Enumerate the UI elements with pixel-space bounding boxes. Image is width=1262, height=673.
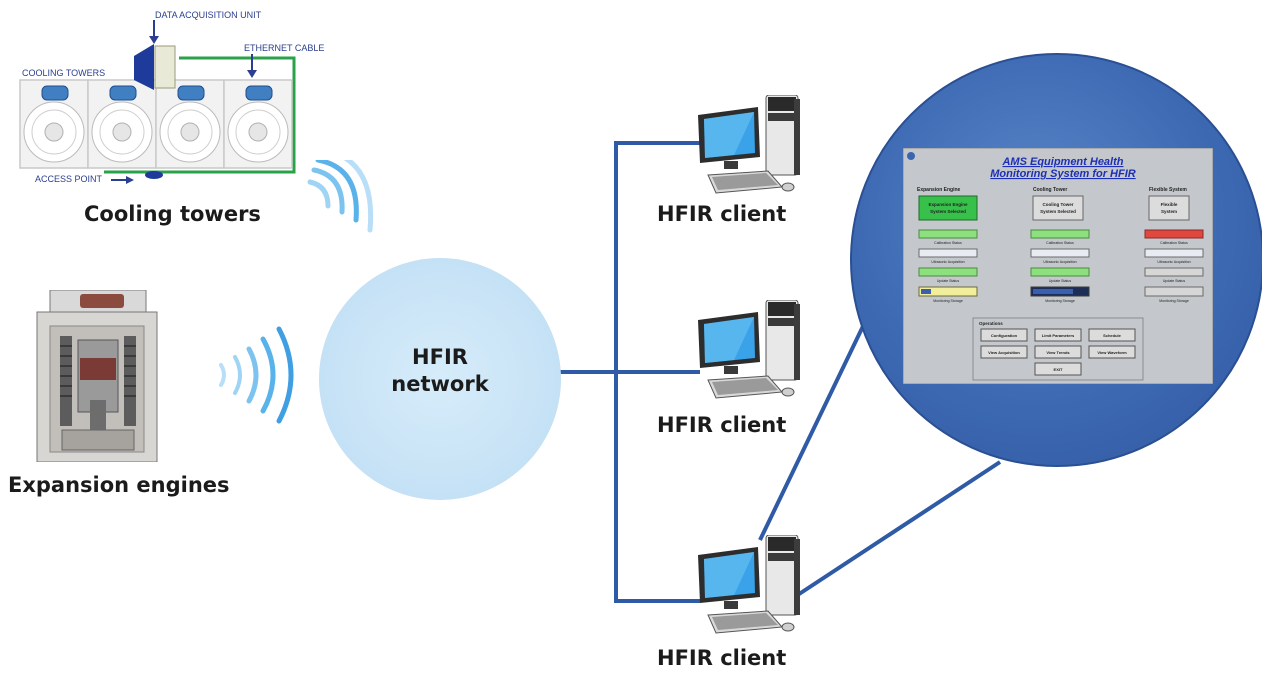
svg-text:Configuration: Configuration: [991, 333, 1018, 338]
op-button-5: [1088, 345, 1136, 359]
op-button-exit: [1034, 362, 1082, 376]
client-computer-3-icon[interactable]: [694, 535, 806, 637]
svg-text:Calibration Status: Calibration Status: [934, 241, 962, 245]
access-point-label: ACCESS POINT: [35, 174, 103, 184]
client-1-label: HFIR client: [657, 202, 787, 226]
svg-text:Calibration Status: Calibration Status: [1160, 241, 1188, 245]
section-name-0: Expansion Engine: [917, 187, 961, 193]
svg-text:Ultrasonic Acquisition: Ultrasonic Acquisition: [1157, 260, 1190, 264]
wifi-waves-cooling-icon: [307, 160, 374, 233]
svg-text:Limit Parameters: Limit Parameters: [1042, 333, 1075, 338]
client-computer-1-icon[interactable]: [694, 95, 806, 197]
section-button-0: [918, 195, 978, 221]
svg-text:Update Status: Update Status: [937, 279, 959, 283]
svg-text:Flexible: Flexible: [1161, 202, 1178, 207]
svg-text:System: System: [1161, 209, 1177, 214]
svg-text:View Trends: View Trends: [1046, 350, 1070, 355]
panel-title-line2: Monitoring System for HFIR: [990, 168, 1136, 180]
network-node: [319, 258, 561, 500]
expansion-engine-illustration: [36, 290, 158, 462]
svg-text:Expansion Engine: Expansion Engine: [928, 202, 968, 207]
op-button-2: [1088, 328, 1136, 342]
section-button-1: [1032, 195, 1084, 221]
op-button-4: [1034, 345, 1082, 359]
op-button-1: [1034, 328, 1082, 342]
svg-text:System Selected: System Selected: [930, 209, 966, 214]
cooling-towers-illustration: [19, 20, 296, 184]
svg-text:View Acquisition: View Acquisition: [988, 350, 1020, 355]
client-3-label: HFIR client: [657, 646, 787, 670]
svg-text:Monitoring Storage: Monitoring Storage: [933, 299, 963, 303]
wifi-waves-engines-icon: [219, 326, 294, 424]
svg-text:Ultrasonic Acquisition: Ultrasonic Acquisition: [931, 260, 964, 264]
svg-text:Ultrasonic Acquisition: Ultrasonic Acquisition: [1043, 260, 1076, 264]
section-name-2: Flexible System: [1149, 187, 1187, 193]
svg-text:Operations: Operations: [979, 321, 1003, 326]
svg-text:Update Status: Update Status: [1163, 279, 1185, 283]
section-button-2: [1148, 195, 1190, 221]
svg-text:Schedule: Schedule: [1103, 333, 1122, 338]
monitoring-panel: AMS Equipment Health Monitoring System f…: [903, 148, 1213, 384]
section-name-1: Cooling Tower: [1033, 187, 1067, 193]
svg-text:View Waveform: View Waveform: [1097, 350, 1127, 355]
network-label-line1: HFIR: [412, 345, 468, 369]
svg-text:Monitoring Storage: Monitoring Storage: [1159, 299, 1189, 303]
svg-text:Monitoring Storage: Monitoring Storage: [1045, 299, 1075, 303]
svg-text:Update Status: Update Status: [1049, 279, 1071, 283]
cooling-towers-label: COOLING TOWERS: [22, 68, 106, 78]
expansion-engines-title: Expansion engines: [8, 473, 230, 497]
client-computer-2-icon[interactable]: [694, 300, 806, 402]
client-2-label: HFIR client: [657, 413, 787, 437]
op-button-0: [980, 328, 1028, 342]
panel-title-line1: AMS Equipment Health: [1001, 156, 1123, 168]
svg-text:System Selected: System Selected: [1040, 209, 1076, 214]
svg-text:EXIT: EXIT: [1054, 367, 1063, 372]
cooling-towers-title: Cooling towers: [84, 202, 261, 226]
panel-logo-icon: [907, 152, 915, 160]
network-label-line2: network: [391, 372, 489, 396]
ethernet-label: ETHERNET CABLE: [244, 43, 325, 53]
svg-text:Cooling Tower: Cooling Tower: [1043, 202, 1074, 207]
daq-label: DATA ACQUISITION UNIT: [155, 10, 262, 20]
svg-text:Calibration Status: Calibration Status: [1046, 241, 1074, 245]
op-button-3: [980, 345, 1028, 359]
